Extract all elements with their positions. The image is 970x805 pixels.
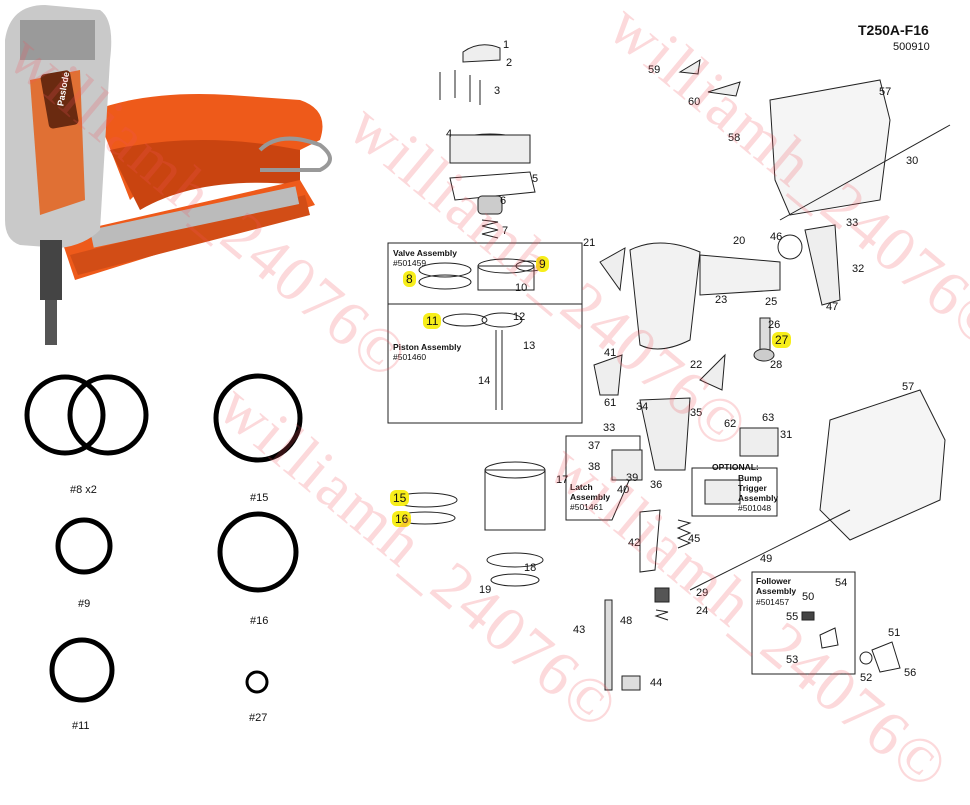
part-number: 60 — [688, 96, 701, 108]
part-number: 35 — [690, 407, 703, 419]
part-number: 61 — [604, 397, 617, 409]
part-number: 43 — [573, 624, 586, 636]
part-number: 59 — [648, 64, 661, 76]
part-number: 39 — [626, 472, 639, 484]
part-number: 34 — [636, 401, 649, 413]
part-number: 10 — [515, 282, 528, 294]
part-number: 4 — [446, 128, 453, 140]
part-number: 62 — [724, 418, 737, 430]
ring-label: #11 — [72, 720, 90, 732]
part-number: 46 — [770, 231, 783, 243]
follower-assembly-code: #501457 — [756, 597, 790, 607]
nailer-photo — [5, 5, 332, 345]
part-number: 45 — [688, 533, 701, 545]
part-number: 44 — [650, 677, 663, 689]
piston-assembly-title: Piston Assembly — [393, 342, 462, 352]
part-number: 58 — [728, 132, 741, 144]
highlighted-part-number: 8 — [403, 271, 416, 287]
valve-assembly-title: Valve Assembly — [393, 248, 457, 258]
part-number: 31 — [780, 429, 793, 441]
o-ring-diagrams — [24, 373, 303, 703]
part-number: 22 — [690, 359, 703, 371]
highlighted-part-number: 15 — [390, 490, 410, 506]
ring-label: #9 — [78, 598, 91, 610]
part-number: 42 — [628, 537, 641, 549]
part-number: 23 — [715, 294, 728, 306]
part-number: 55 — [786, 611, 799, 623]
bump-trigger-assembly-title: Bump Trigger Assembly — [738, 473, 779, 503]
ring-label: #8 x2 — [70, 484, 97, 496]
latch-assembly-title: Latch Assembly — [570, 482, 611, 502]
part-number: 5 — [532, 173, 539, 185]
part-number: 25 — [765, 296, 778, 308]
model-number: T250A-F16 — [858, 22, 929, 38]
valve-assembly-code: #501459 — [393, 258, 427, 268]
part-number: 56 — [904, 667, 917, 679]
ring-label: #27 — [249, 712, 268, 724]
part-number: 24 — [696, 605, 709, 617]
bump-trigger-assembly-code: #501048 — [738, 503, 772, 513]
part-number: 2 — [506, 57, 513, 69]
part-number: 32 — [852, 263, 865, 275]
part-number: 51 — [888, 627, 901, 639]
part-number: 26 — [768, 319, 781, 331]
part-number: 53 — [786, 654, 799, 666]
part-number: 57 — [902, 381, 915, 393]
part-number: 19 — [479, 584, 492, 596]
part-number: 20 — [733, 235, 746, 247]
part-number: 28 — [770, 359, 783, 371]
part-number: 48 — [620, 615, 633, 627]
follower-assembly-title: Follower Assembly — [756, 576, 797, 596]
part-number: 38 — [588, 461, 601, 473]
part-number: 14 — [478, 375, 491, 387]
part-number: 33 — [603, 422, 616, 434]
part-number: 1 — [503, 39, 510, 51]
part-number: 47 — [826, 301, 839, 313]
latch-assembly-code: #501461 — [570, 502, 604, 512]
part-number: 7 — [502, 225, 509, 237]
part-number: 3 — [494, 85, 501, 97]
piston-assembly-code: #501460 — [393, 352, 427, 362]
part-number: 13 — [523, 340, 536, 352]
part-number: 63 — [762, 412, 775, 424]
part-number: 33 — [846, 217, 859, 229]
part-number: 36 — [650, 479, 663, 491]
part-number: 21 — [583, 237, 596, 249]
part-number: 49 — [760, 553, 773, 565]
part-number: 29 — [696, 587, 709, 599]
part-number: 54 — [835, 577, 848, 589]
part-number: 6 — [500, 195, 507, 207]
highlighted-part-number: 9 — [536, 256, 549, 272]
part-number: 30 — [906, 155, 919, 167]
part-number: 41 — [604, 347, 617, 359]
part-number: 18 — [524, 562, 537, 574]
ring-label: #16 — [250, 615, 269, 627]
highlighted-part-number: 16 — [392, 511, 412, 527]
optional-label: OPTIONAL: — [712, 462, 759, 472]
model-code: 500910 — [893, 41, 930, 53]
part-number: 57 — [879, 86, 892, 98]
part-number: 52 — [860, 672, 873, 684]
part-number: 12 — [513, 311, 526, 323]
highlighted-part-number: 27 — [772, 332, 792, 348]
highlighted-part-number: 11 — [423, 313, 442, 329]
ring-label: #15 — [250, 492, 269, 504]
part-number: 40 — [617, 484, 630, 496]
part-number: 50 — [802, 591, 815, 603]
part-number: 17 — [556, 474, 569, 486]
part-number: 37 — [588, 440, 601, 452]
